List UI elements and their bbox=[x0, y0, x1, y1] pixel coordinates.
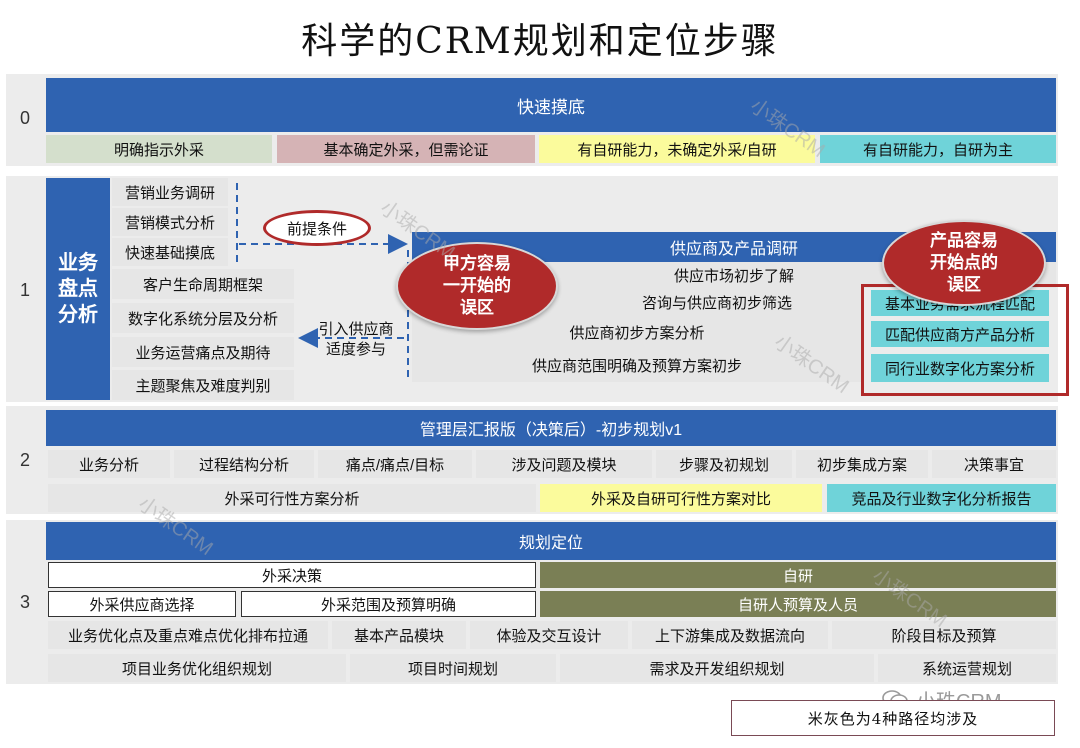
row3-line1-item-3: 体验及交互设计 bbox=[470, 621, 628, 649]
self-dev: 自研 bbox=[540, 562, 1056, 588]
intro-line-1: 引入供应商 bbox=[318, 321, 394, 338]
misconception-oval-left: 甲方容易 一开始的 误区 bbox=[396, 242, 558, 330]
oval-right-line-3: 误区 bbox=[947, 275, 981, 294]
legend-note: 米灰色为4种路径均涉及 bbox=[731, 700, 1055, 736]
outsource-decision: 外采决策 bbox=[48, 562, 536, 588]
row0-number: 0 bbox=[19, 107, 30, 128]
row3-number: 3 bbox=[19, 591, 30, 612]
page-title: 科学的CRM规划和定位步骤 bbox=[301, 21, 779, 62]
right-item-3: 同行业数字化方案分析 bbox=[871, 354, 1049, 382]
row3-line1-item-5: 阶段目标及预算 bbox=[832, 621, 1056, 649]
side-line-3: 分析 bbox=[58, 304, 98, 326]
row3-line2-item-3: 需求及开发组织规划 bbox=[560, 654, 874, 682]
row0-item-3: 有自研能力，未确定外采/自研 bbox=[539, 135, 815, 163]
row2-item-6: 初步集成方案 bbox=[796, 450, 928, 478]
intro-supplier-label: 引入供应商 适度参与 bbox=[306, 318, 406, 362]
row1-left-item-5: 数字化系统分层及分析 bbox=[112, 303, 294, 333]
row0-item-4: 有自研能力，自研为主 bbox=[820, 135, 1056, 163]
row2-item-1: 业务分析 bbox=[48, 450, 170, 478]
right-item-2: 匹配供应商方产品分析 bbox=[871, 321, 1049, 347]
misconception-oval-right: 产品容易 开始点的 误区 bbox=[882, 220, 1046, 306]
row0-item-1: 明确指示外采 bbox=[46, 135, 272, 163]
side-line-1: 业务 bbox=[58, 252, 98, 274]
row0-item-2: 基本确定外采，但需论证 bbox=[277, 135, 535, 163]
row3-line2-item-4: 系统运营规划 bbox=[878, 654, 1056, 682]
row2-number: 2 bbox=[19, 449, 30, 470]
row3-line1-item-2: 基本产品模块 bbox=[332, 621, 466, 649]
row1-side-label: 业务 盘点 分析 bbox=[46, 178, 110, 400]
row1-left-item-2: 营销模式分析 bbox=[112, 208, 228, 236]
intro-line-2: 适度参与 bbox=[325, 341, 386, 358]
row2-item-5: 步骤及初规划 bbox=[656, 450, 792, 478]
row2-header: 管理层汇报版（决策后）-初步规划v1 bbox=[46, 410, 1056, 446]
self-dev-budget: 自研人预算及人员 bbox=[540, 591, 1056, 617]
supplier-selection: 外采供应商选择 bbox=[48, 591, 236, 617]
row1-left-item-4: 客户生命周期框架 bbox=[112, 269, 294, 299]
row1-left-item-1: 营销业务调研 bbox=[112, 178, 228, 206]
row3-line1-item-4: 上下游集成及数据流向 bbox=[632, 621, 828, 649]
precondition-label: 前提条件 bbox=[263, 210, 371, 246]
oval-right-line-1: 产品容易 bbox=[930, 231, 998, 250]
oval-left-line-1: 甲方容易 bbox=[443, 254, 511, 273]
row2-bottom-1: 外采可行性方案分析 bbox=[48, 484, 536, 512]
row2-item-7: 决策事宜 bbox=[932, 450, 1056, 478]
oval-left-line-2: 一开始的 bbox=[443, 276, 511, 295]
oval-right-line-2: 开始点的 bbox=[930, 253, 998, 272]
row3-header: 规划定位 bbox=[46, 522, 1056, 560]
row3-line1-item-1: 业务优化点及重点难点优化排布拉通 bbox=[48, 621, 328, 649]
row2-bottom-2: 外采及自研可行性方案对比 bbox=[540, 484, 822, 512]
scope-budget: 外采范围及预算明确 bbox=[241, 591, 536, 617]
supplier-item-4: 供应商范围明确及预算方案初步 bbox=[412, 348, 862, 382]
row2-item-3: 痛点/痛点/目标 bbox=[318, 450, 472, 478]
row1-left-item-3: 快速基础摸底 bbox=[112, 238, 228, 266]
row1-left-item-6: 业务运营痛点及期待 bbox=[112, 337, 294, 367]
row3-line2-item-1: 项目业务优化组织规划 bbox=[48, 654, 346, 682]
row3-line2-item-2: 项目时间规划 bbox=[350, 654, 556, 682]
row1-number: 1 bbox=[19, 279, 30, 300]
row2-item-4: 涉及问题及模块 bbox=[476, 450, 652, 478]
oval-left-line-3: 误区 bbox=[460, 298, 494, 317]
row2-bottom-3: 竞品及行业数字化分析报告 bbox=[827, 484, 1056, 512]
side-line-2: 盘点 bbox=[58, 278, 98, 300]
row1-left-item-7: 主题聚焦及难度判别 bbox=[112, 370, 294, 400]
row2-item-2: 过程结构分析 bbox=[174, 450, 314, 478]
row0-header: 快速摸底 bbox=[46, 78, 1056, 132]
